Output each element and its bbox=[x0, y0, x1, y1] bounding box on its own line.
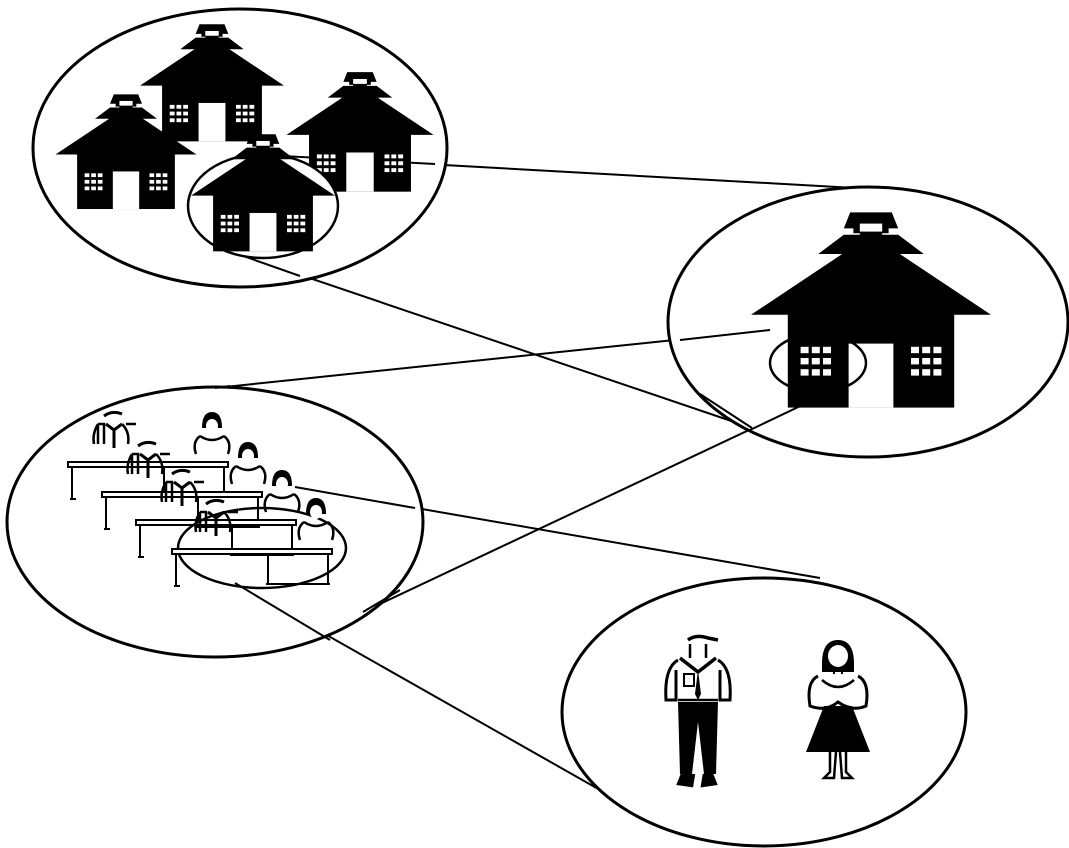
focus-ring-classroom bbox=[768, 332, 868, 394]
student-female-icon bbox=[806, 640, 870, 780]
student-male-icon bbox=[664, 634, 732, 788]
classroom-circle bbox=[5, 385, 425, 659]
district-circle bbox=[31, 7, 449, 289]
school-circle bbox=[666, 185, 1069, 459]
students-circle bbox=[560, 576, 968, 848]
